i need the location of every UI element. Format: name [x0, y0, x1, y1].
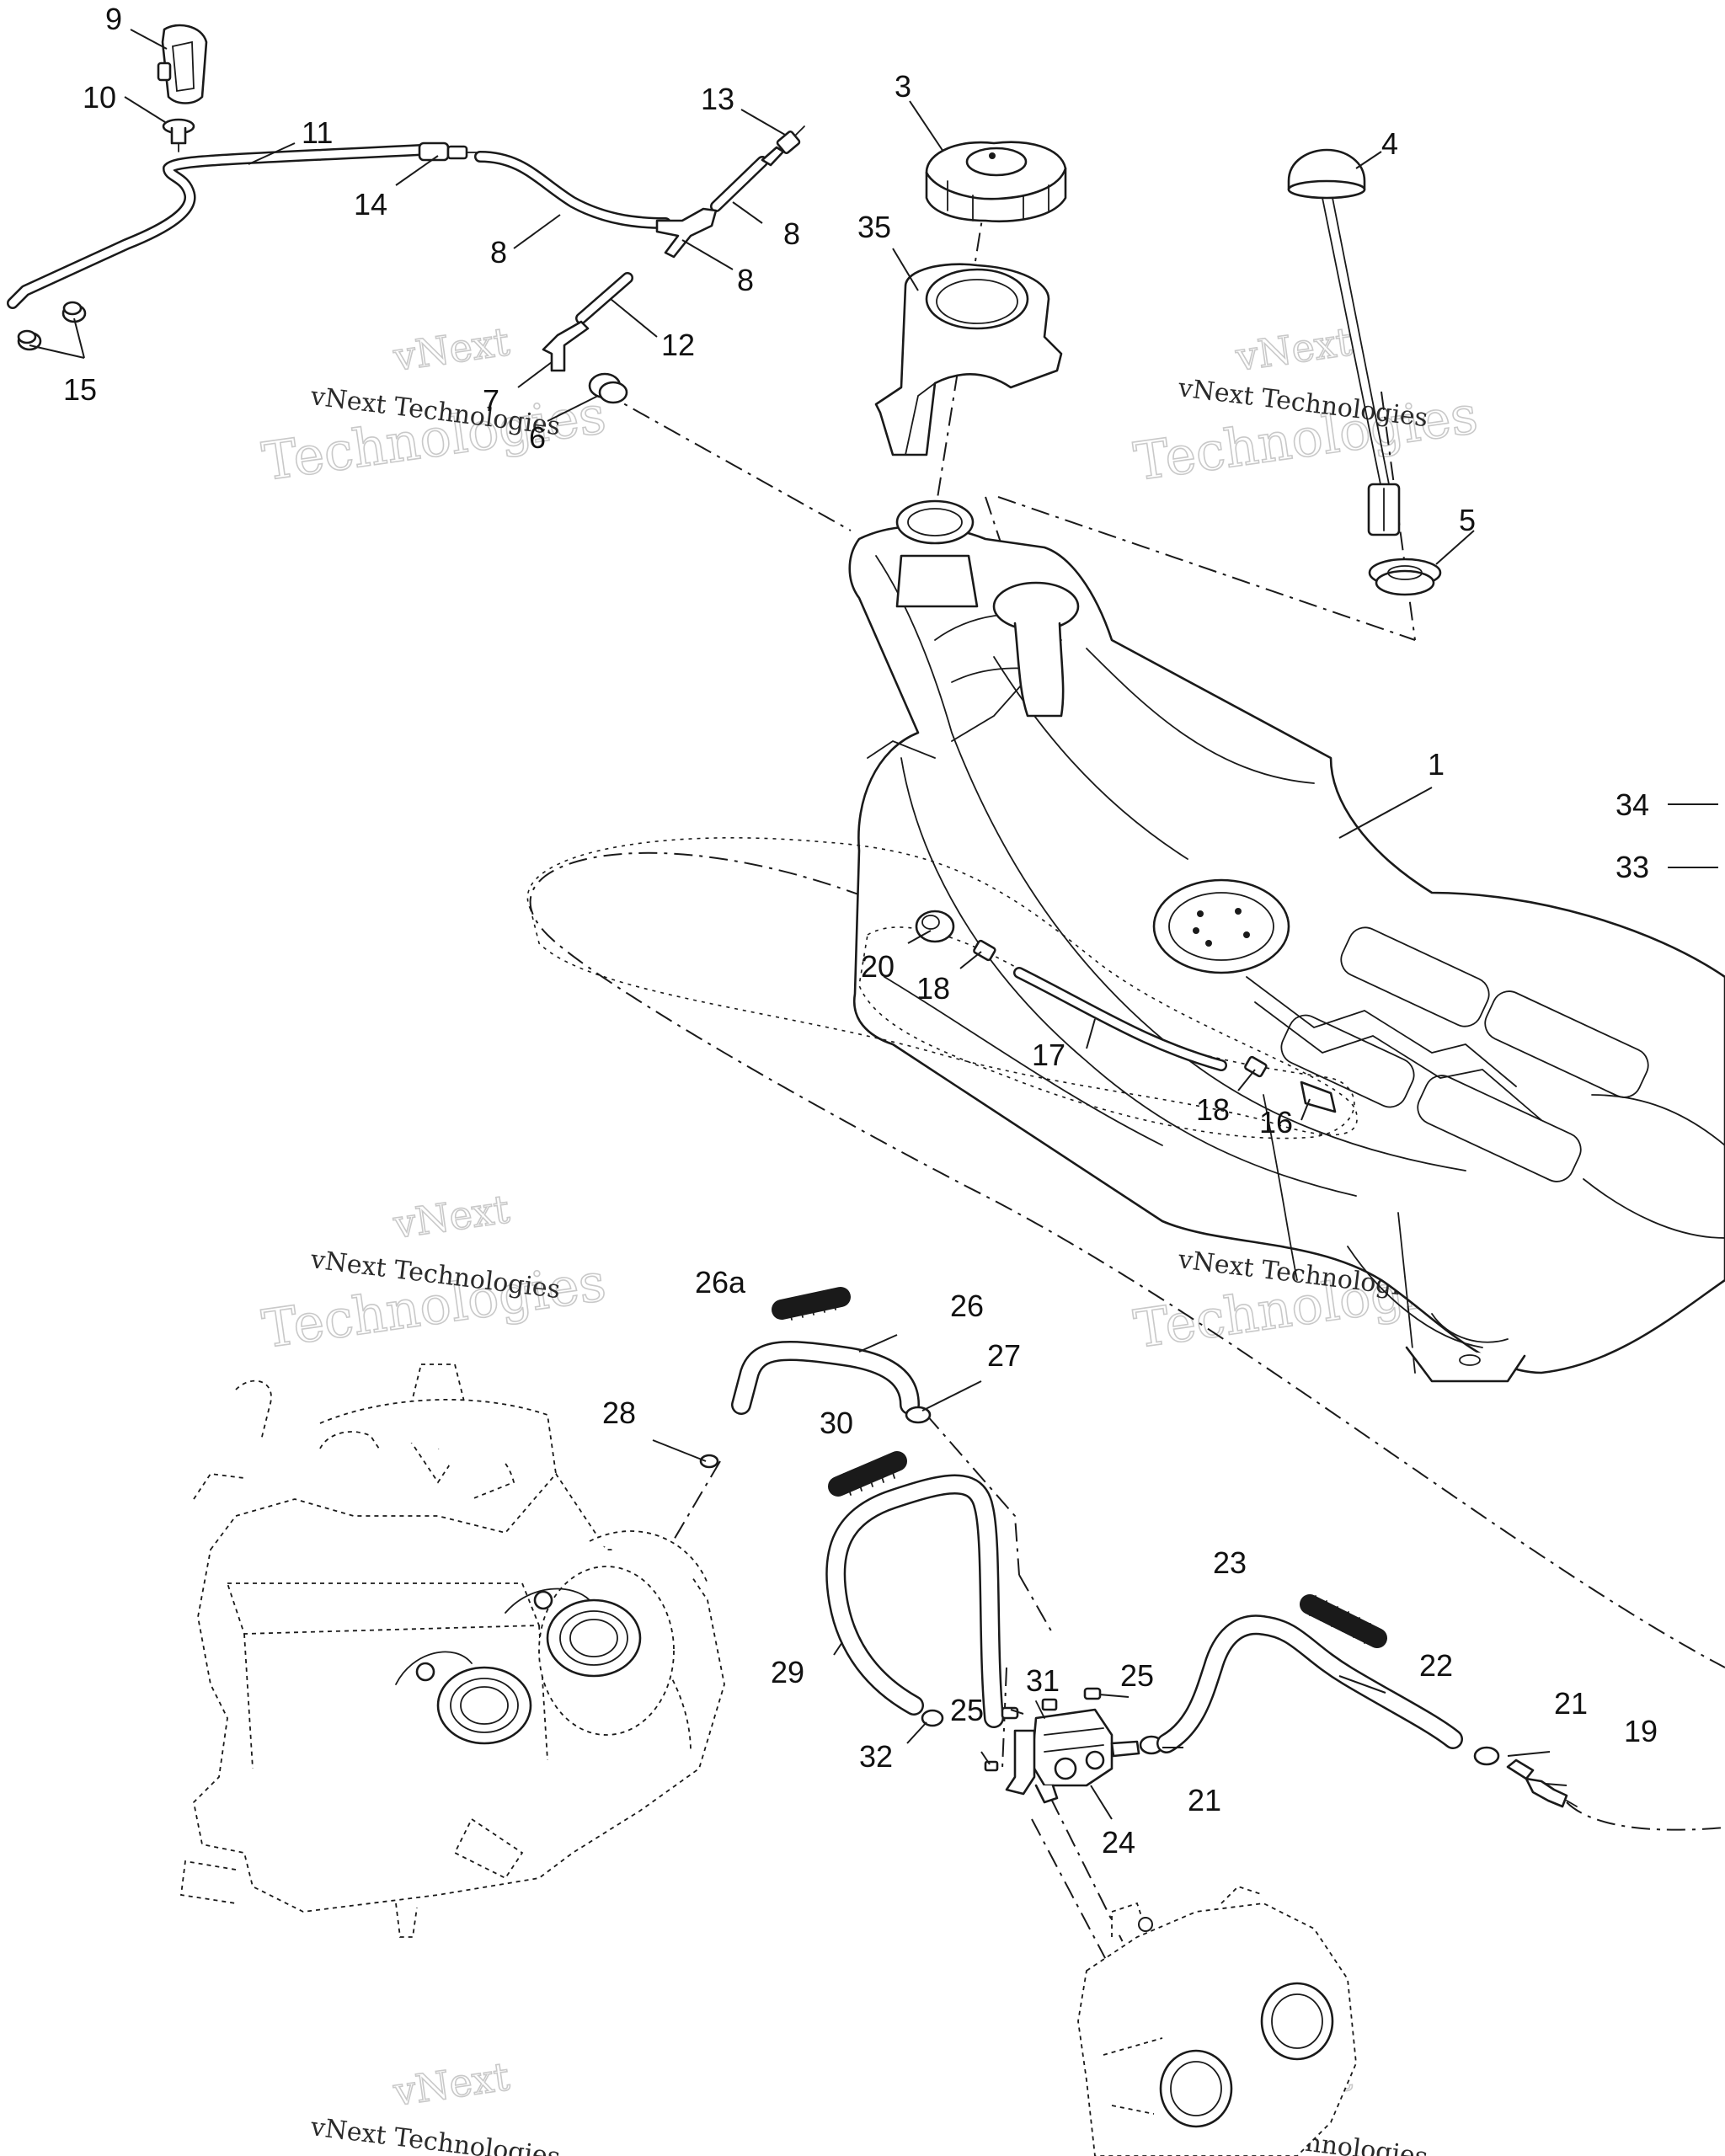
tee-fitting	[655, 207, 718, 259]
callout-21: 21	[1554, 1686, 1588, 1721]
callout-15: 15	[63, 372, 97, 407]
callout-30: 30	[820, 1406, 853, 1440]
callout-3: 3	[895, 69, 911, 104]
vent-hose	[474, 151, 671, 229]
carburetor-ghost	[1077, 1885, 1357, 2156]
fuel-hose-22	[1156, 1614, 1463, 1753]
hose-clamp-27	[905, 1406, 932, 1424]
callout-numbers: 9 10 11 14 15 13 8 8 8 12 7 6 3 35 4 5 1…	[63, 2, 1658, 1860]
watermark-bottom-left: vNext vNext Technologies	[308, 2052, 562, 2156]
callout-27: 27	[987, 1338, 1021, 1373]
callout-26: 26	[950, 1289, 984, 1323]
cap-holder-strap	[874, 263, 1063, 456]
hose-clamp-32	[921, 1709, 944, 1727]
callout-25: 25	[1120, 1658, 1154, 1693]
callout-5: 5	[1459, 503, 1476, 537]
callout-34: 34	[1616, 787, 1649, 822]
svg-text:vNext: vNext	[390, 2053, 513, 2115]
callout-8: 8	[783, 216, 800, 251]
svg-text:vNext Technologies: vNext Technologies	[308, 2112, 562, 2156]
callout-18: 18	[1196, 1092, 1230, 1127]
callout-22: 22	[1419, 1648, 1453, 1683]
vent-strap	[157, 24, 208, 104]
callout-8: 8	[490, 235, 507, 270]
callout-35: 35	[857, 210, 891, 244]
callout-33: 33	[1616, 850, 1649, 884]
fuel-hose-29	[825, 1474, 1004, 1728]
callout-26a: 26a	[695, 1265, 746, 1299]
engine-ghost	[179, 1364, 725, 1938]
callout-11: 11	[302, 115, 333, 150]
callout-24: 24	[1102, 1825, 1135, 1860]
fuel-hose-26	[731, 1341, 920, 1415]
callout-10: 10	[83, 80, 116, 115]
callout-7: 7	[483, 383, 499, 418]
fuel-gauge-sender	[1287, 148, 1401, 536]
vent-grommet	[588, 372, 628, 404]
watermark-middle-left: vNext Technologies vNext Technologies	[258, 1185, 610, 1360]
rollover-valve	[761, 125, 805, 167]
protective-sleeve-26a	[772, 1287, 851, 1321]
vent-tube	[7, 144, 427, 309]
callout-4: 4	[1381, 126, 1398, 161]
callout-9: 9	[105, 2, 122, 36]
tank-fuel-line	[915, 910, 1337, 1113]
elbow-fitting	[542, 320, 590, 372]
callout-8: 12	[661, 328, 695, 362]
callout-16: 16	[1259, 1105, 1293, 1139]
callout-18: 18	[916, 971, 950, 1006]
watermark-top-right: vNext Technologies vNext Technologies	[1130, 318, 1482, 493]
svg-text:vNext: vNext	[1232, 318, 1355, 380]
callout-17: 17	[1032, 1038, 1065, 1072]
callout-23: 23	[1213, 1545, 1247, 1580]
leader-lines	[29, 29, 1718, 1820]
callout-31: 31	[1026, 1663, 1060, 1698]
hose-clamp-25	[1083, 1687, 1102, 1700]
callout-28: 28	[602, 1396, 636, 1430]
fuel-pump-valve	[1005, 1698, 1140, 1804]
callout-19: 19	[1624, 1714, 1658, 1748]
gauge-grommet	[1368, 558, 1442, 596]
push-clip	[162, 118, 195, 152]
svg-text:vNext: vNext	[390, 1186, 513, 1247]
hose-clamp-21	[1473, 1746, 1500, 1766]
callout-1: 1	[1428, 747, 1445, 782]
callout-12: 8	[737, 263, 754, 297]
hose-clamp-28	[699, 1454, 719, 1469]
callout-6: 6	[529, 420, 546, 455]
callout-13: 13	[701, 82, 734, 116]
hose-clamp-31	[1001, 1706, 1019, 1720]
callout-32: 32	[859, 1739, 893, 1774]
callout-20: 20	[861, 949, 895, 984]
protective-sleeve-30	[828, 1451, 907, 1497]
filler-cap	[925, 141, 1067, 223]
protective-sleeve-23	[1300, 1594, 1387, 1648]
callout-29: 29	[771, 1655, 804, 1689]
check-valve	[418, 141, 481, 162]
hose-clamp-25	[984, 1760, 999, 1772]
callout-14: 14	[354, 187, 387, 221]
hose-clamps	[17, 301, 87, 351]
callout-25: 25	[950, 1693, 984, 1727]
callout-21: 21	[1188, 1783, 1221, 1817]
svg-text:vNext: vNext	[390, 318, 513, 380]
quick-connector	[1506, 1758, 1578, 1808]
fuel-tank	[848, 499, 1725, 1383]
